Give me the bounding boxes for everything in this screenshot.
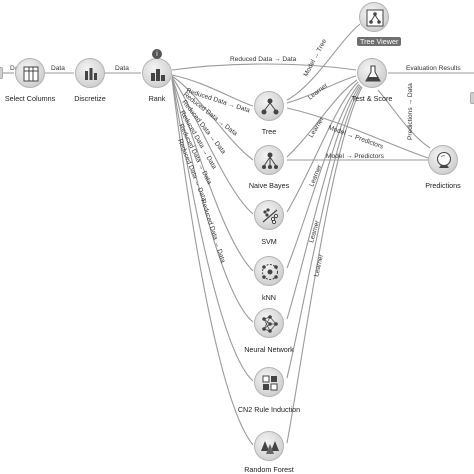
rank-widget[interactable] xyxy=(142,58,172,88)
link-tree-testscore[interactable] xyxy=(286,75,357,104)
label-select-discretize: Data xyxy=(51,65,65,72)
discretize-widget[interactable] xyxy=(75,58,105,88)
link-svm-testscore[interactable] xyxy=(286,81,359,213)
cn2-rule-icon xyxy=(262,375,278,391)
link-cn2-testscore[interactable] xyxy=(286,85,362,379)
predictions-label: Predictions xyxy=(425,181,461,190)
link-tree-predictions[interactable] xyxy=(286,107,429,159)
info-icon[interactable]: i xyxy=(152,49,162,59)
link-rank-svm[interactable] xyxy=(171,76,254,215)
tree-widget[interactable] xyxy=(254,91,284,121)
label-tree-treeviewer: Model → Tree xyxy=(303,38,329,78)
link-rank-neuralnetwork[interactable] xyxy=(171,77,254,323)
crystal-ball-icon xyxy=(436,151,452,168)
link-rank-cn2[interactable] xyxy=(171,78,254,382)
neural-network-label: Neural Network xyxy=(244,345,294,354)
link-rank-randomforest[interactable] xyxy=(171,78,254,446)
select-columns-icon xyxy=(23,66,39,82)
random-forest-label: Random Forest xyxy=(244,465,294,474)
link-randomforest-testscore[interactable] xyxy=(286,86,363,444)
predictions-widget[interactable] xyxy=(428,145,458,175)
discretize-label: Discretize xyxy=(74,94,106,103)
link-knn-testscore[interactable] xyxy=(286,83,360,269)
flask-icon xyxy=(365,65,381,82)
cn2-rule-induction-widget[interactable] xyxy=(254,367,284,397)
knn-icon xyxy=(262,264,278,280)
random-forest-icon xyxy=(261,441,279,454)
rank-icon xyxy=(151,69,165,81)
label-naivebayes-predictions: Model → Predictors xyxy=(326,153,385,160)
svm-widget[interactable] xyxy=(254,200,284,230)
random-forest-widget[interactable] xyxy=(254,431,284,461)
rank-label: Rank xyxy=(148,94,166,103)
svm-icon xyxy=(262,208,279,225)
naive-bayes-widget[interactable] xyxy=(254,145,284,175)
neural-network-widget[interactable] xyxy=(254,308,284,338)
knn-widget[interactable] xyxy=(254,256,284,286)
link-testscore-predictions[interactable] xyxy=(377,89,431,149)
link-tree-treeviewer[interactable] xyxy=(286,23,361,101)
label-rank-randomforest: Reduced Data → Data xyxy=(199,198,226,264)
test-score-label: Test & Score xyxy=(351,94,393,103)
link-rank-naivebayes[interactable] xyxy=(171,75,254,161)
link-naivebayes-testscore[interactable] xyxy=(286,79,358,158)
naive-bayes-icon xyxy=(262,152,278,169)
select-columns-widget[interactable] xyxy=(15,58,45,88)
tree-viewer-label: Tree Viewer xyxy=(357,37,402,46)
link-rank-knn[interactable] xyxy=(171,77,254,272)
label-rank-testscore: Reduced Data → Data xyxy=(230,56,297,63)
tree-viewer-widget[interactable] xyxy=(359,2,389,32)
cn2-rule-induction-label: CN2 Rule Induction xyxy=(237,405,301,414)
label-neuralnetwork-learner: Learner xyxy=(313,253,325,278)
tree-viewer-icon xyxy=(366,9,384,27)
offscreen-widget-right[interactable] xyxy=(470,92,474,104)
select-columns-label: Select Columns xyxy=(4,94,56,103)
label-evaluation-results: Evaluation Results xyxy=(406,65,461,72)
tree-icon xyxy=(261,98,279,115)
knn-label: kNN xyxy=(262,293,276,302)
naive-bayes-label: Naive Bayes xyxy=(248,181,290,190)
offscreen-widget-left[interactable] xyxy=(0,67,3,79)
test-score-widget[interactable] xyxy=(357,58,387,88)
neural-network-icon xyxy=(262,315,278,333)
tree-label: Tree xyxy=(261,127,277,136)
link-neuralnetwork-testscore[interactable] xyxy=(286,84,361,320)
link-rank-testscore[interactable] xyxy=(171,63,357,71)
label-predictions-data: Predictions → Data xyxy=(407,83,414,140)
svm-label: SVM xyxy=(261,237,277,246)
discretize-icon xyxy=(85,68,97,80)
label-discretize-rank: Data xyxy=(115,65,129,72)
link-rank-tree[interactable] xyxy=(171,74,254,107)
